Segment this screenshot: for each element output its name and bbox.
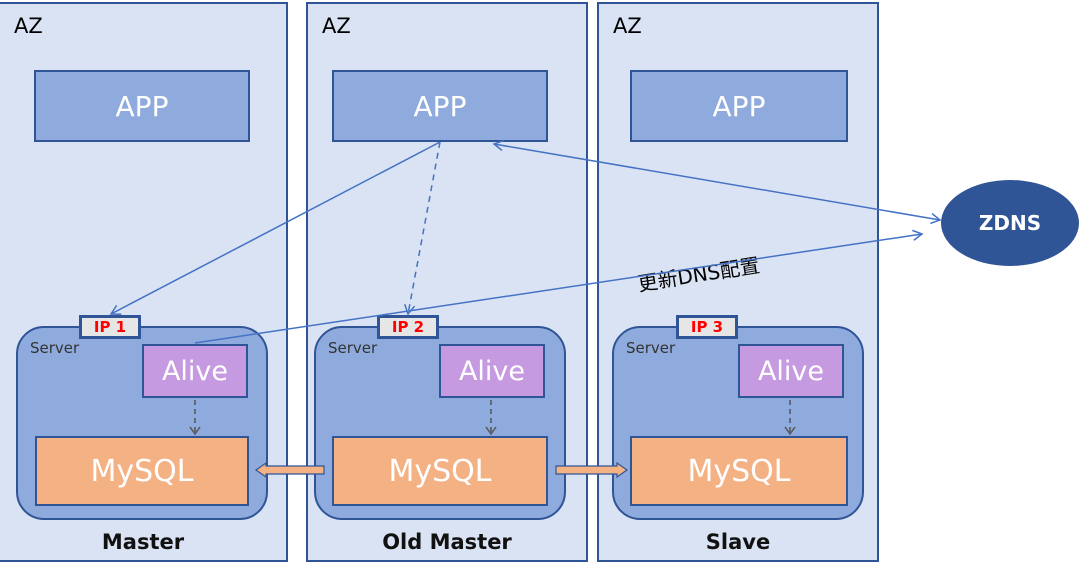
- alive-box-2: Alive: [439, 344, 545, 398]
- az-label: AZ: [14, 14, 43, 38]
- mysql-box-1: MySQL: [35, 436, 249, 506]
- zdns-node: ZDNS: [941, 180, 1079, 266]
- server-label: Server: [626, 339, 676, 357]
- server-label: Server: [30, 339, 80, 357]
- ip-badge-2: IP 2: [377, 315, 439, 339]
- server-label: Server: [328, 339, 378, 357]
- az-label: AZ: [613, 14, 642, 38]
- ip-badge-3: IP 3: [676, 315, 738, 339]
- mysql-box-3: MySQL: [630, 436, 848, 506]
- app-box-2: APP: [332, 70, 548, 142]
- alive-box-1: Alive: [142, 344, 248, 398]
- az-label: AZ: [322, 14, 351, 38]
- role-label-master: Master: [101, 530, 185, 554]
- role-label-slave: Slave: [705, 530, 771, 554]
- role-label-old-master: Old Master: [382, 530, 512, 554]
- mysql-box-2: MySQL: [332, 436, 548, 506]
- app-box-1: APP: [34, 70, 250, 142]
- app-box-3: APP: [630, 70, 848, 142]
- ip-badge-1: IP 1: [79, 315, 141, 339]
- alive-box-3: Alive: [738, 344, 844, 398]
